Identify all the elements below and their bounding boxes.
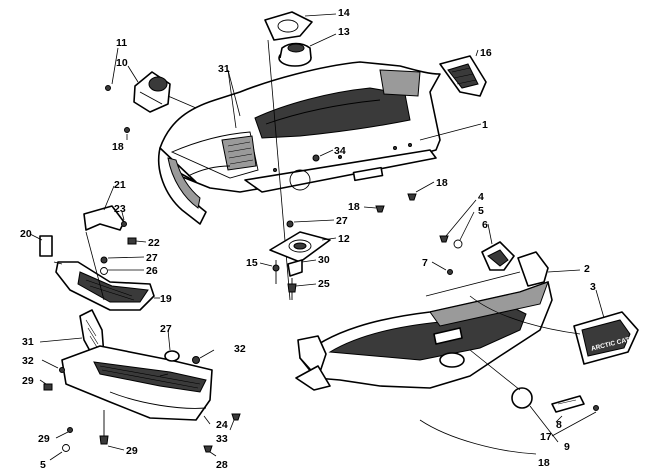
callout-29: 29 — [126, 445, 138, 457]
callout-20: 20 — [20, 228, 32, 240]
callout-5: 5 — [40, 459, 46, 471]
callout-26: 26 — [146, 265, 158, 277]
part-10-gauge-housing — [127, 65, 197, 113]
part-25-bolt — [287, 278, 317, 300]
callout-6: 6 — [482, 219, 488, 231]
part-13-boot — [278, 33, 337, 67]
part-29-screw-bottom-left — [55, 427, 73, 439]
callout-10: 10 — [116, 57, 128, 69]
part-15-bolt — [259, 260, 280, 284]
part-29-screw-left — [39, 379, 53, 391]
part-3-emblem-panel: ARCTIC CAT — [573, 289, 639, 365]
part-32-screw-right — [199, 349, 215, 359]
part-26-washer — [100, 267, 144, 275]
callout-32: 32 — [22, 355, 34, 367]
callout-28: 28 — [216, 459, 228, 471]
callout-27: 27 — [146, 252, 158, 264]
callout-14: 14 — [338, 7, 350, 19]
callout-29: 29 — [22, 375, 34, 387]
callout-18: 18 — [112, 141, 124, 153]
callout-27: 27 — [160, 323, 172, 335]
callout-33: 33 — [216, 433, 228, 445]
part-1-left-fender — [158, 147, 231, 225]
part-18-screw-upper-left — [124, 127, 130, 140]
part-19-footrest — [53, 261, 160, 311]
part-33-screw — [229, 413, 241, 431]
part-27-nut-center — [286, 219, 335, 228]
callout-4: 4 — [478, 191, 484, 203]
part-22-screw — [127, 237, 147, 245]
callout-13: 13 — [338, 26, 350, 38]
part-9-grommet — [511, 387, 559, 443]
assembly-line-right — [469, 295, 581, 335]
callout-7: 7 — [422, 257, 428, 269]
callout-34: 34 — [334, 145, 346, 157]
part-27-nut-left — [100, 256, 145, 264]
callout-24: 24 — [216, 419, 228, 431]
callout-22: 22 — [148, 237, 160, 249]
part-8-label-plate — [551, 395, 585, 423]
part-21-bracket — [83, 185, 125, 231]
part-18-screw-center — [363, 205, 385, 213]
part-11-screw — [105, 47, 119, 91]
part-30-bracket — [287, 259, 317, 277]
callout-29: 29 — [38, 433, 50, 445]
callout-30: 30 — [318, 254, 330, 266]
part-34-nut — [312, 149, 334, 162]
assembly-line-grommet — [469, 349, 521, 391]
callout-2: 2 — [584, 263, 590, 275]
part-27-nut-lower — [164, 329, 200, 364]
part-17-screw — [551, 405, 599, 437]
callout-21: 21 — [114, 179, 126, 191]
part-32-screw-left — [41, 359, 65, 373]
callout-1: 1 — [482, 119, 488, 131]
part-16-vent-grille — [439, 49, 487, 97]
callout-32: 32 — [234, 343, 246, 355]
part-4-screw — [439, 199, 477, 243]
part-20-clip — [29, 233, 53, 257]
callout-17: 17 — [540, 431, 552, 443]
callout-25: 25 — [318, 278, 330, 290]
callout-18: 18 — [538, 457, 550, 469]
callout-labels: 1 2 3 4 5 5 6 7 8 9 10 11 12 13 14 15 16… — [20, 7, 596, 471]
part-18-screw-right — [407, 181, 435, 201]
callout-16: 16 — [480, 47, 492, 59]
callout-11: 11 — [116, 37, 127, 49]
part-1-leader — [419, 123, 482, 141]
callout-27: 27 — [336, 215, 348, 227]
part-23-screw — [121, 211, 127, 227]
assembly-line-lower — [425, 271, 521, 297]
part-2-lower-body — [295, 251, 581, 391]
part-31-upper-leader-2 — [227, 69, 237, 129]
callout-31: 31 — [218, 63, 230, 75]
callout-9: 9 — [564, 441, 570, 453]
part-6-knob — [481, 223, 515, 271]
bracket-axis-line — [85, 231, 105, 301]
part-24-running-board — [61, 345, 213, 425]
callout-31: 31 — [22, 336, 34, 348]
callout-18: 18 — [348, 201, 360, 213]
part-12-steering-plate — [269, 231, 337, 263]
callout-18: 18 — [436, 177, 448, 189]
callout-15: 15 — [246, 257, 258, 269]
callout-3: 3 — [590, 281, 596, 293]
part-5-washer-left — [49, 444, 70, 461]
callout-5: 5 — [478, 205, 484, 217]
part-31-upper-leader — [227, 69, 241, 117]
part-14-gasket-plate — [264, 11, 337, 41]
callout-8: 8 — [556, 419, 562, 431]
callout-12: 12 — [338, 233, 350, 245]
callout-23: 23 — [114, 203, 126, 215]
part-29-screw-bottom — [99, 410, 125, 451]
part-18-screw-lower — [419, 419, 537, 455]
part-5-washer-right — [453, 211, 475, 249]
part-1-console — [159, 61, 441, 193]
callout-19: 19 — [160, 293, 172, 305]
part-7-screw — [431, 261, 453, 275]
part-28-screw — [203, 445, 217, 457]
